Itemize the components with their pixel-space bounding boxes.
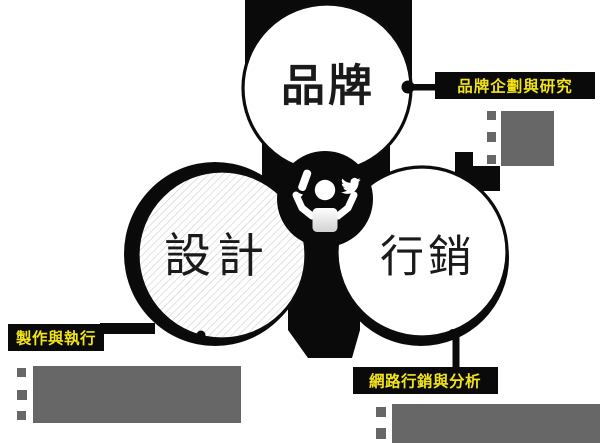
brand-callout-label: 品牌企劃與研究: [457, 77, 573, 96]
bullet-square: [487, 111, 496, 120]
brand-connector-line: [408, 84, 438, 91]
bullet-square: [487, 155, 496, 164]
bullet-square: [376, 407, 386, 417]
production-callout: 製作與執行: [8, 324, 104, 351]
web-placeholder-block: [376, 404, 600, 443]
bullet-square: [487, 132, 496, 142]
production-callout-label: 製作與執行: [15, 329, 96, 348]
brand-circle-label: 品牌: [281, 62, 375, 111]
bullet-square: [376, 428, 386, 439]
placeholder-text-block: [392, 404, 600, 443]
placeholder-text-block: [501, 111, 554, 166]
brand-placeholder-block: [487, 111, 554, 166]
brand-callout: 品牌企劃與研究: [435, 72, 595, 99]
web-connector-line: [452, 334, 460, 369]
marketing-circle: [335, 165, 509, 339]
production-placeholder-block: [17, 366, 241, 423]
design-rim-dot: [196, 330, 206, 340]
design-circle: [136, 169, 308, 341]
twitter-bird-icon: [341, 177, 361, 194]
pencil-icon: [296, 169, 312, 201]
center-hub: [277, 151, 373, 247]
production-connector-line: [100, 323, 155, 334]
bullet-square: [17, 390, 27, 400]
bullet-square: [17, 411, 26, 420]
design-circle-label: 設計: [164, 231, 270, 283]
web-callout-label: 網路行銷與分析: [369, 372, 481, 391]
web-callout: 網路行銷與分析: [353, 367, 498, 394]
placeholder-text-block: [33, 366, 241, 423]
bullet-square: [17, 368, 26, 377]
marketing-circle-label: 行銷: [380, 233, 476, 282]
